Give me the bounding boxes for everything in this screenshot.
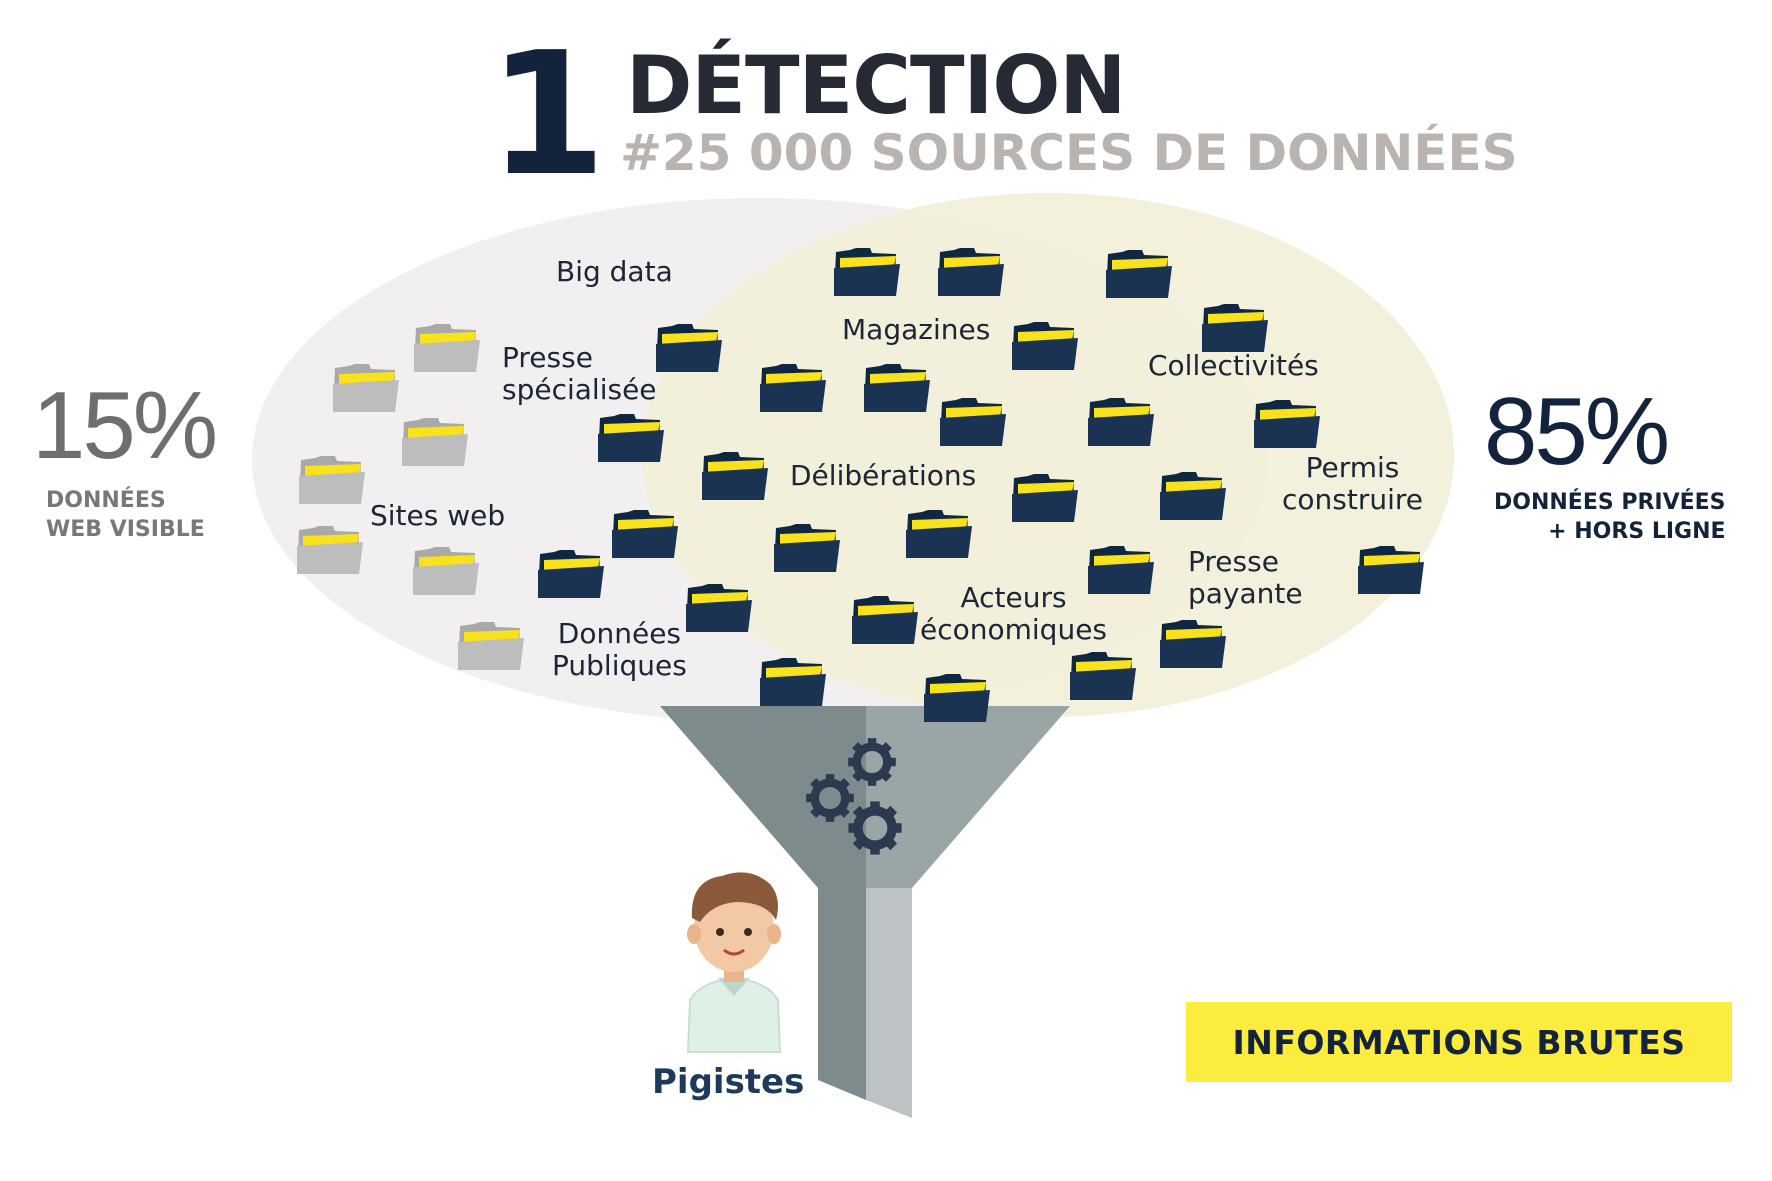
source-label-line: Presse xyxy=(502,341,593,374)
source-label-presse-specialisee: Presse spécialisée xyxy=(502,342,657,406)
source-label-line: Permis xyxy=(1305,451,1400,484)
source-label-line: Publiques xyxy=(552,649,687,682)
folder-icon xyxy=(834,248,900,296)
folder-icon xyxy=(852,596,918,644)
web-visible-percentage: 15% xyxy=(32,372,218,479)
source-label-donnees-publiques: Données Publiques xyxy=(552,618,687,682)
page-subtitle: #25 000 SOURCES DE DONNÉES xyxy=(620,124,1518,182)
source-label-line: construire xyxy=(1282,483,1423,516)
folder-icon xyxy=(1160,472,1226,520)
source-label-sites-web: Sites web xyxy=(370,499,506,532)
folder-icon xyxy=(906,510,972,558)
folder-icon xyxy=(774,524,840,572)
folder-icon xyxy=(458,622,524,670)
source-label-line: payante xyxy=(1188,577,1303,610)
page-title: DÉTECTION xyxy=(626,39,1126,132)
source-label-line: Acteurs xyxy=(960,581,1067,614)
folder-icon xyxy=(1202,304,1268,352)
folder-icon xyxy=(1106,250,1172,298)
folder-icon xyxy=(299,456,365,504)
source-label-line: spécialisée xyxy=(502,373,657,406)
step-number: 1 xyxy=(488,16,606,214)
folder-icon xyxy=(333,364,399,412)
private-data-caption: DONNÉES PRIVÉES + HORS LIGNE xyxy=(1494,488,1726,546)
source-label-deliberations: Délibérations xyxy=(790,459,977,492)
folder-icon xyxy=(924,674,990,722)
source-label-magazines: Magazines xyxy=(842,313,991,346)
source-label-line: économiques xyxy=(920,613,1108,646)
folder-icon xyxy=(940,398,1006,446)
source-label-collectivites: Collectivités xyxy=(1148,349,1319,382)
folder-icon xyxy=(686,584,752,632)
raw-information-badge: INFORMATIONS BRUTES xyxy=(1186,1002,1732,1082)
private-data-caption-line2: + HORS LIGNE xyxy=(1548,519,1726,544)
folder-icon xyxy=(702,452,768,500)
folder-icon xyxy=(538,550,604,598)
source-label-permis-construire: Permis construire xyxy=(1282,452,1423,516)
web-visible-caption-line1: DONNÉES xyxy=(46,488,166,513)
folder-icon xyxy=(1254,400,1320,448)
source-label-line: Données xyxy=(557,617,682,650)
pigiste-avatar-icon xyxy=(686,872,782,1053)
source-label-presse-payante: Presse payante xyxy=(1188,546,1303,610)
source-label-big-data: Big data xyxy=(556,255,673,288)
folder-icon xyxy=(1012,322,1078,370)
private-data-caption-line1: DONNÉES PRIVÉES xyxy=(1494,490,1726,515)
pigistes-label: Pigistes xyxy=(652,1062,805,1102)
folder-icon xyxy=(414,324,480,372)
folder-icon xyxy=(598,414,664,462)
source-label-line: Presse xyxy=(1188,545,1279,578)
folder-icon xyxy=(938,248,1004,296)
folder-icon xyxy=(1012,474,1078,522)
folder-icon xyxy=(1160,620,1226,668)
folder-icon xyxy=(760,364,826,412)
folder-icon xyxy=(413,547,479,595)
folder-icon xyxy=(1070,652,1136,700)
folder-icon xyxy=(1358,546,1424,594)
folder-icon xyxy=(402,418,468,466)
funnel-icon xyxy=(660,706,1070,1118)
folder-icon xyxy=(297,526,363,574)
folder-icon xyxy=(656,324,722,372)
folder-icon xyxy=(760,658,826,706)
folder-icon xyxy=(1088,398,1154,446)
folder-icon xyxy=(612,510,678,558)
source-label-acteurs-economiques: Acteurs économiques xyxy=(920,582,1107,646)
web-visible-caption-line2: WEB VISIBLE xyxy=(46,517,205,542)
folder-icon xyxy=(864,364,930,412)
web-visible-caption: DONNÉES WEB VISIBLE xyxy=(46,486,205,544)
private-data-percentage: 85% xyxy=(1484,378,1670,485)
